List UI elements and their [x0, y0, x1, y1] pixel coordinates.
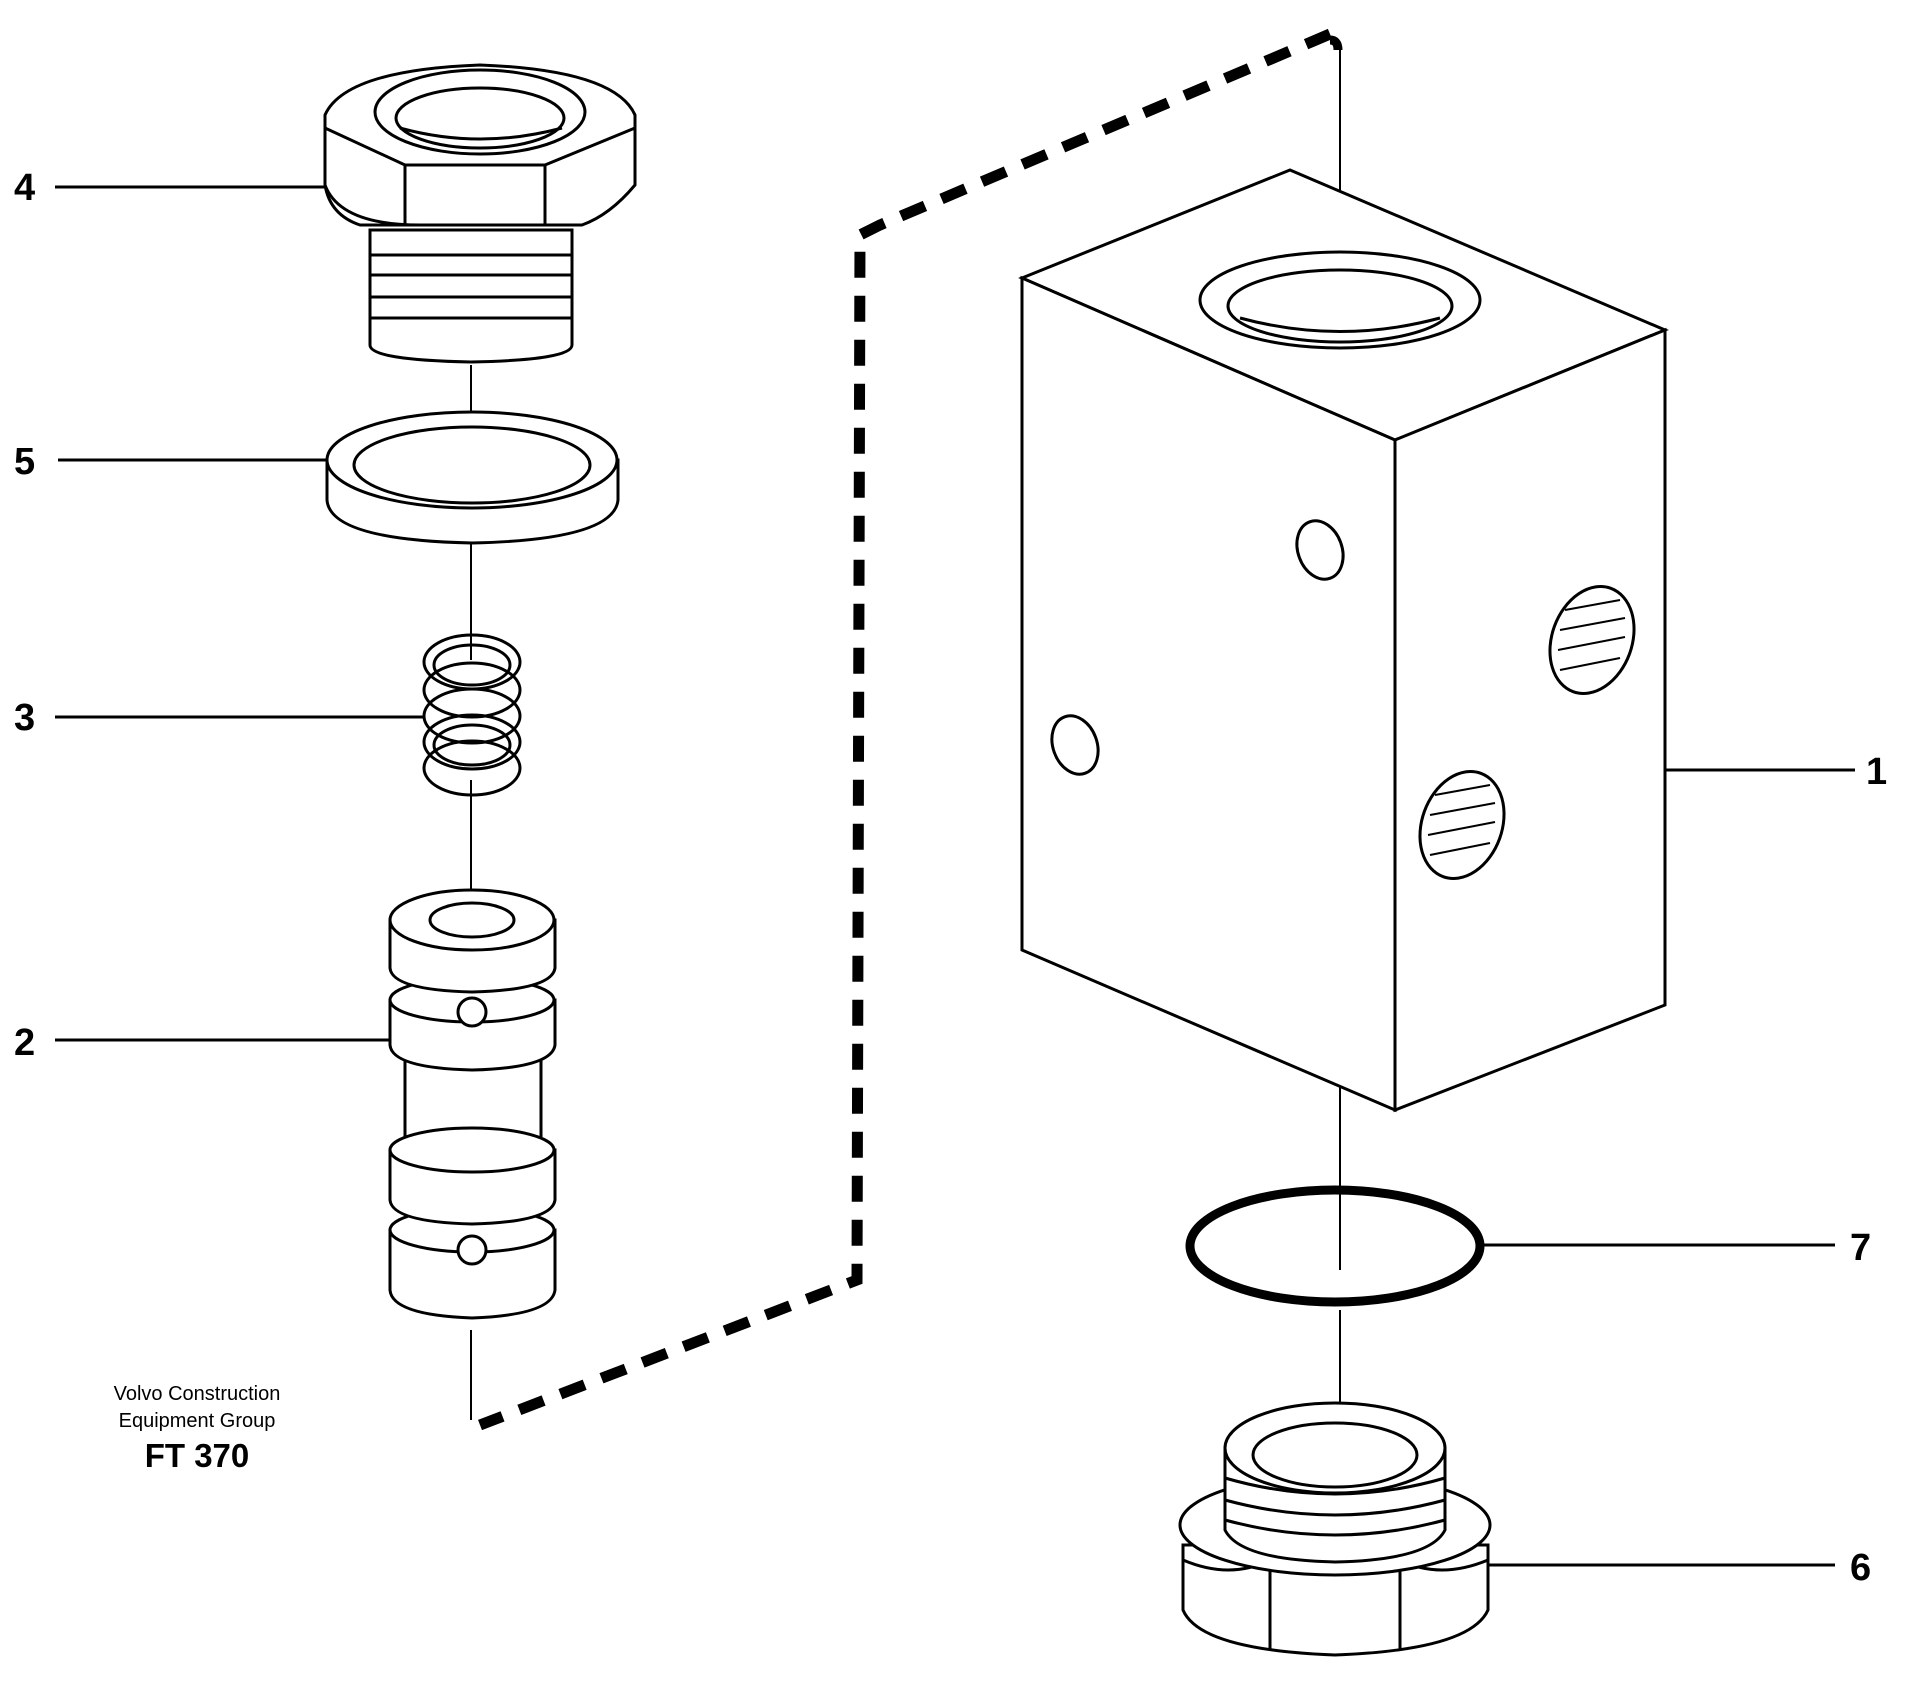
callout-1: 1 [1866, 751, 1887, 793]
publisher-line-2: Equipment Group [119, 1410, 276, 1432]
leader-lines [55, 185, 1855, 1567]
callout-3: 3 [14, 697, 35, 739]
part-2-spool [388, 888, 557, 1320]
callout-5: 5 [14, 441, 35, 483]
part-6-plug [1178, 1401, 1492, 1657]
publisher-line-1: Volvo Construction [114, 1383, 281, 1405]
figure-code: FT 370 [145, 1437, 250, 1474]
assembly-dashed-path [478, 28, 1343, 1431]
part-5-washer [325, 410, 620, 545]
part-1-valve-block [1018, 168, 1669, 1113]
callout-4: 4 [14, 167, 35, 209]
callout-7: 7 [1850, 1227, 1871, 1269]
part-7-o-ring [1185, 1185, 1485, 1307]
callout-2: 2 [14, 1022, 35, 1064]
callout-6: 6 [1850, 1547, 1871, 1589]
part-4-plug [323, 63, 637, 364]
